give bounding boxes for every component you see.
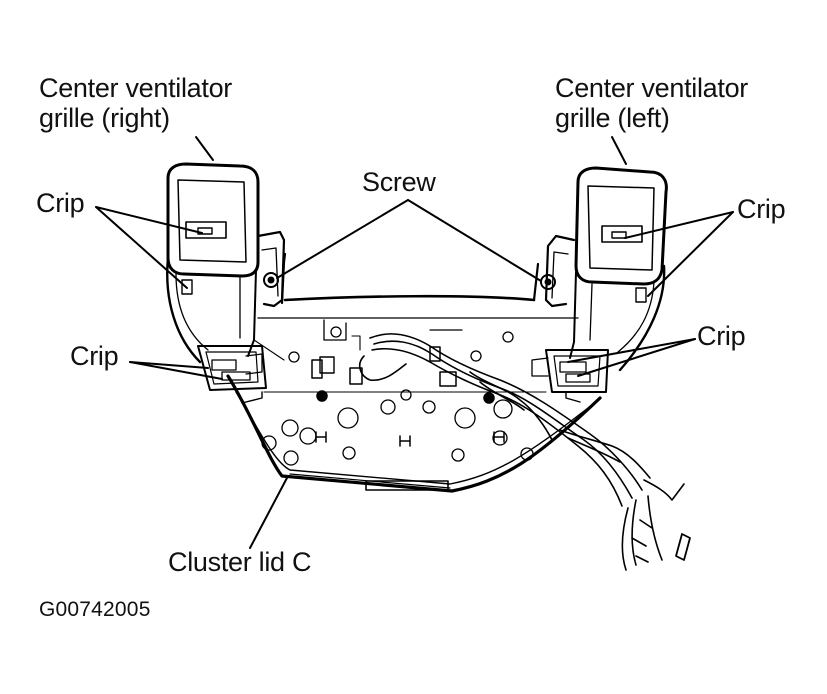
label-crip-lower-right: Crip bbox=[697, 321, 746, 351]
lid-h-marks bbox=[315, 431, 505, 447]
leader-lines bbox=[95, 136, 734, 549]
lid-connectors bbox=[311, 346, 495, 404]
wiring-harness bbox=[358, 333, 691, 571]
label-crip-upper-right: Crip bbox=[737, 194, 786, 224]
label-crip-upper-left: Crip bbox=[36, 188, 85, 218]
label-grille-right-line2: grille (right) bbox=[39, 103, 170, 133]
label-screw: Screw bbox=[362, 167, 436, 197]
label-grille-left-line2: grille (left) bbox=[555, 103, 670, 133]
label-crip-lower-left: Crip bbox=[70, 341, 119, 371]
label-cluster-lid: Cluster lid C bbox=[168, 547, 312, 577]
grille-right-part bbox=[166, 162, 286, 391]
label-grille-left-line1: Center ventilator bbox=[555, 73, 748, 103]
lid-holes bbox=[261, 326, 534, 466]
cluster-lid-body bbox=[226, 252, 602, 493]
label-grille-right-line1: Center ventilator bbox=[39, 73, 232, 103]
figure-code: G00742005 bbox=[39, 598, 151, 621]
grille-left-part bbox=[531, 166, 668, 393]
